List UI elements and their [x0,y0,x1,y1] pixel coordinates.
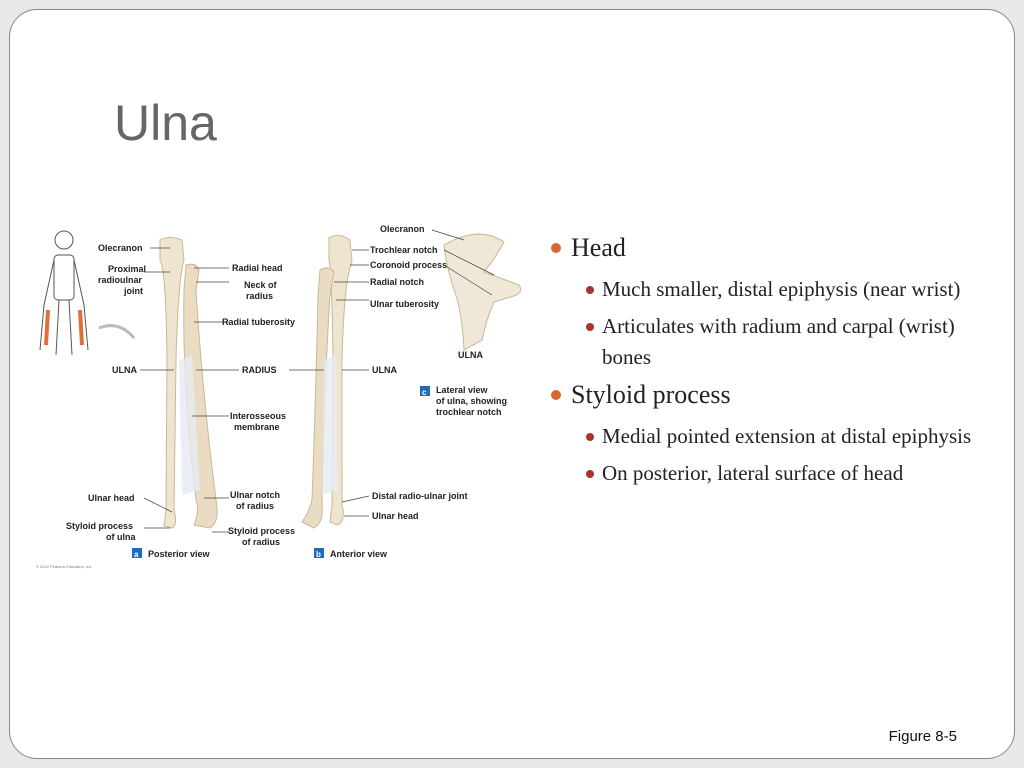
figure-reference: Figure 8-5 [888,728,957,745]
posterior-bones [159,237,218,529]
label-lateral-view-1: Lateral view [436,385,489,395]
slide: Ulna [9,9,1015,759]
panel-c-letter: c [422,388,427,397]
caption-posterior-view: Posterior view [148,549,211,559]
label-proximal-joint-1: Proximal [108,264,146,274]
sub-bullet-head-1: Much smaller, distal epiphysis (near wri… [536,274,976,305]
anatomy-figure: Olecranon Proximal radioulnar joint ULNA… [24,210,534,580]
label-ulnar-notch-2: of radius [236,501,274,511]
label-radius: RADIUS [242,365,277,375]
sub-bullet-styloid-2: On posterior, lateral surface of head [536,458,976,489]
label-proximal-joint-2: radioulnar [98,275,143,285]
label-ulnar-head-a: Ulnar head [88,493,135,503]
panel-b-badge [314,548,324,558]
forearm-bones-illustration: Olecranon Proximal radioulnar joint ULNA… [36,224,522,569]
label-ulna-c: ULNA [458,350,483,360]
panel-c-badge [420,386,430,396]
label-styloid-ulna-1: Styloid process [66,521,133,531]
label-styloid-radius-2: of radius [242,537,280,547]
panel-a-letter: a [134,550,139,559]
sub-bullet-head-2: Articulates with radium and carpal (wris… [536,311,976,373]
bullet-head: Head [536,232,976,264]
label-ulna-a: ULNA [112,365,137,375]
label-ulna-b: ULNA [372,365,397,375]
label-neck-radius-2: radius [246,291,273,301]
label-interosseous-1: Interosseous [230,411,286,421]
label-coronoid: Coronoid process [370,260,447,270]
label-ulnar-head-b: Ulnar head [372,511,419,521]
label-radial-notch: Radial notch [370,277,424,287]
label-styloid-ulna-2: of ulna [106,532,136,542]
bullet-styloid: Styloid process [536,379,976,411]
skeleton-icon [39,230,89,356]
label-ulnar-tuberosity: Ulnar tuberosity [370,299,439,309]
panel-b-letter: b [316,550,321,559]
sub-bullet-styloid-1: Medial pointed extension at distal epiph… [536,421,976,452]
caption-anterior-view: Anterior view [330,549,388,559]
label-radial-tuberosity: Radial tuberosity [222,317,295,327]
label-radial-head: Radial head [232,263,283,273]
lateral-ulna [443,233,522,351]
label-styloid-radius-1: Styloid process [228,526,295,536]
label-lateral-view-2: of ulna, showing [436,396,507,406]
label-neck-radius-1: Neck of [244,280,278,290]
slide-title: Ulna [114,95,217,151]
figure-copyright: © 2012 Pearson Education, Inc. [36,564,93,569]
label-olecranon-a: Olecranon [98,243,143,253]
label-lateral-view-3: trochlear notch [436,407,502,417]
panel-a-badge [132,548,142,558]
leader-lines [140,229,495,533]
anterior-bones [301,234,353,529]
label-trochlear-notch: Trochlear notch [370,245,438,255]
label-interosseous-2: membrane [234,422,280,432]
arrow-icon [98,324,136,339]
label-distal-joint: Distal radio-ulnar joint [372,491,468,501]
label-proximal-joint-3: joint [123,286,143,296]
bullet-list: Head Much smaller, distal epiphysis (nea… [536,232,976,495]
label-olecranon-c: Olecranon [380,224,425,234]
label-ulnar-notch-1: Ulnar notch [230,490,280,500]
